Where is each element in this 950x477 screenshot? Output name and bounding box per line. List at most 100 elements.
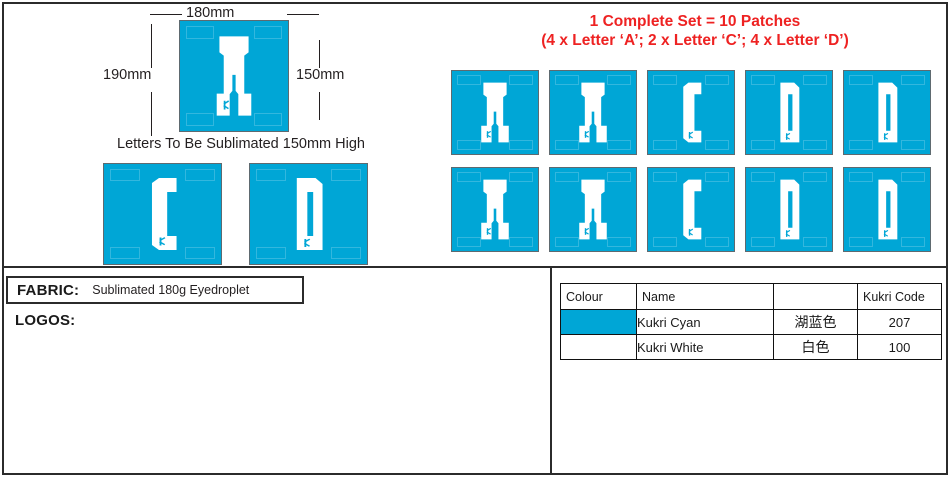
dim-height-left-label: 190mm: [103, 67, 152, 83]
registration-mark-tl: [653, 172, 677, 182]
colour-swatch-cell: [560, 309, 637, 335]
registration-mark-tl: [849, 75, 873, 85]
registration-mark-bl: [186, 113, 214, 126]
kukri-k-mark: [159, 237, 166, 246]
dim-left-tick-bottom: [151, 92, 152, 136]
registration-mark-tr: [254, 26, 282, 39]
registration-mark-tl: [256, 169, 286, 181]
registration-mark-tl: [849, 172, 873, 182]
letter-glyph-a: [216, 36, 252, 116]
letter-glyph-a: [481, 179, 509, 240]
kukri-k-mark: [223, 100, 230, 110]
header-colour: Colour: [560, 283, 637, 310]
registration-mark-br: [509, 140, 533, 150]
registration-mark-tr: [607, 75, 631, 85]
patch-grid-item-d: [843, 167, 931, 252]
sublimation-caption: Letters To Be Sublimated 150mm High: [117, 136, 365, 152]
colour-name: Kukri Cyan: [636, 309, 774, 335]
registration-mark-tl: [653, 75, 677, 85]
colour-swatch: [561, 310, 636, 334]
letter-glyph-d: [878, 179, 898, 240]
registration-mark-br: [331, 247, 361, 259]
letter-glyph-d: [780, 82, 800, 143]
kukri-code: 100: [857, 334, 942, 360]
registration-mark-br: [901, 237, 925, 247]
registration-mark-bl: [256, 247, 286, 259]
registration-mark-tr: [705, 172, 729, 182]
patch-grid-item-a: [451, 70, 539, 155]
registration-mark-br: [607, 140, 631, 150]
registration-mark-br: [803, 237, 827, 247]
registration-mark-br: [803, 140, 827, 150]
letter-glyph-d: [780, 179, 800, 240]
letter-glyph-c: [151, 178, 177, 250]
letter-glyph-a: [481, 82, 509, 143]
set-note-line-2: (4 x Letter ‘A’; 2 x Letter ‘C’; 4 x Let…: [541, 32, 849, 49]
registration-mark-bl: [555, 140, 579, 150]
colour-name-chinese: 湖蓝色: [773, 309, 858, 335]
registration-mark-tr: [509, 75, 533, 85]
registration-mark-tr: [185, 169, 215, 181]
registration-mark-tr: [803, 172, 827, 182]
fabric-label: FABRIC:: [17, 281, 80, 299]
header-name: Name: [636, 283, 774, 310]
letter-glyph-a: [579, 179, 607, 240]
patch-sample-d: [249, 163, 368, 265]
dim-height-right-label: 150mm: [296, 67, 345, 83]
vertical-divider: [550, 268, 552, 475]
registration-mark-tl: [457, 172, 481, 182]
registration-mark-bl: [751, 237, 775, 247]
registration-mark-tl: [457, 75, 481, 85]
patch-sample-a: [179, 20, 289, 132]
registration-mark-tr: [901, 75, 925, 85]
registration-mark-tr: [803, 75, 827, 85]
patch-grid-item-a: [549, 167, 637, 252]
registration-mark-br: [705, 237, 729, 247]
patch-grid-item-d: [843, 70, 931, 155]
registration-mark-br: [185, 247, 215, 259]
header-kukri-code: Kukri Code: [857, 283, 942, 310]
registration-mark-br: [607, 237, 631, 247]
registration-mark-br: [901, 140, 925, 150]
registration-mark-bl: [751, 140, 775, 150]
colour-swatch: [561, 335, 636, 359]
patch-grid-item-c: [647, 167, 735, 252]
registration-mark-bl: [653, 237, 677, 247]
complete-set-note: 1 Complete Set = 10 Patches (4 x Letter …: [455, 12, 935, 50]
fabric-value[interactable]: Sublimated 180g Eyedroplet: [92, 283, 250, 297]
colour-name-chinese: 白色: [773, 334, 858, 360]
registration-mark-bl: [653, 140, 677, 150]
kukri-k-mark: [303, 238, 311, 247]
dim-right-tick-top: [319, 40, 320, 68]
registration-mark-br: [254, 113, 282, 126]
registration-mark-bl: [457, 237, 481, 247]
dim-left-tick-top: [151, 24, 152, 68]
registration-mark-tl: [751, 75, 775, 85]
colour-name: Kukri White: [636, 334, 774, 360]
registration-mark-br: [509, 237, 533, 247]
registration-mark-tr: [509, 172, 533, 182]
patch-grid-item-d: [745, 167, 833, 252]
registration-mark-tr: [901, 172, 925, 182]
patch-grid-item-c: [647, 70, 735, 155]
registration-mark-tl: [555, 172, 579, 182]
patch-grid-item-a: [451, 167, 539, 252]
logos-label: LOGOS:: [15, 312, 76, 329]
dim-top-tick-right: [287, 14, 319, 15]
fabric-row: FABRIC: Sublimated 180g Eyedroplet: [6, 276, 304, 304]
registration-mark-tr: [705, 75, 729, 85]
registration-mark-tl: [186, 26, 214, 39]
registration-mark-tl: [555, 75, 579, 85]
registration-mark-bl: [849, 140, 873, 150]
colour-swatch-cell: [560, 334, 637, 360]
dim-width-label: 180mm: [186, 5, 235, 21]
letter-glyph-d: [296, 178, 323, 250]
registration-mark-bl: [555, 237, 579, 247]
letter-glyph-c: [683, 82, 702, 143]
patch-sample-c: [103, 163, 222, 265]
registration-mark-tr: [607, 172, 631, 182]
